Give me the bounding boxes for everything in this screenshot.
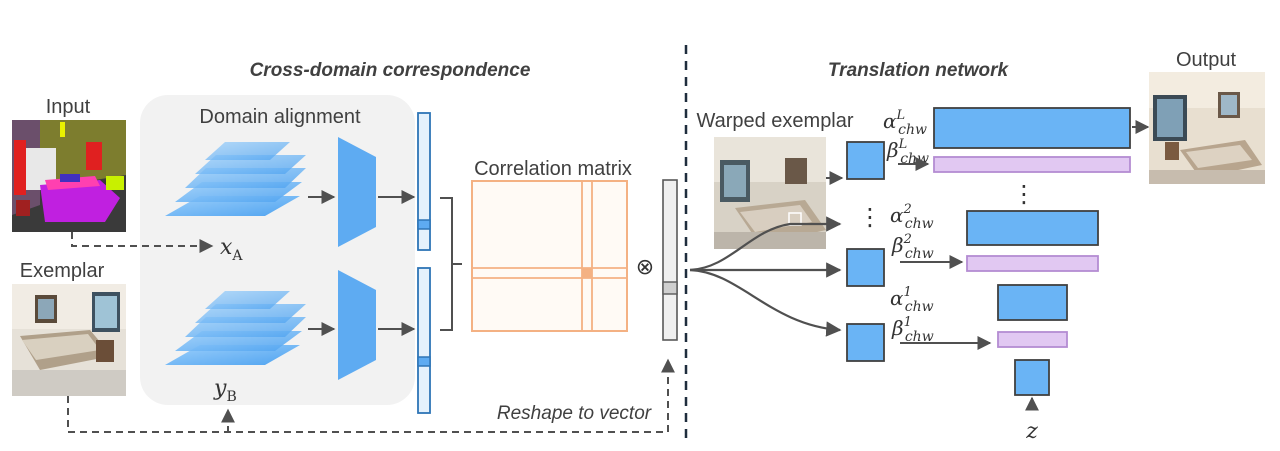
norm-bar-L [933,156,1131,173]
yB-label: yB [213,376,237,405]
norm-bar-2 [966,255,1099,272]
vertical-dots-right: ⋮ [1012,180,1036,208]
reshaped-vector [662,179,678,341]
branch-to-level-L [689,216,842,272]
otimes-symbol: ⊗ [636,255,654,280]
vertical-dots-left: ⋮ [858,203,882,231]
encoder-top [338,137,376,247]
output-label: Output [1176,49,1236,71]
reshape-label: Reshape to vector [497,403,652,424]
xA-label: xA [220,235,243,264]
generator-block-2 [966,210,1099,246]
heading-translation: Translation network [828,60,1010,81]
warped-exemplar-photo [714,137,826,249]
spade-input-box-1 [846,323,885,362]
input-label: Input [46,96,91,118]
generator-block-1 [997,284,1068,321]
norm-bar-1 [997,331,1068,348]
z-label: z [1025,419,1038,444]
encoder-bottom [338,270,376,380]
reshape-dashed-path [67,358,675,433]
vector-bracket [440,197,462,331]
spade-input-box-L [846,141,885,180]
exemplar-photo [12,284,126,396]
branch-to-level-1 [689,268,842,337]
feature-vector-top [417,112,431,251]
heading-cross-domain: Cross-domain correspondence [250,60,531,81]
correlation-matrix [471,180,628,332]
feature-vector-bottom [417,267,431,414]
input-segmentation-image [12,120,126,232]
input-to-xA-arrow [71,232,214,253]
exemplar-label: Exemplar [20,260,105,282]
correlation-matrix-label: Correlation matrix [474,158,632,180]
noise-block [1014,359,1050,396]
warped-exemplar-label: Warped exemplar [696,110,853,132]
domain-alignment-label: Domain alignment [199,106,361,128]
exemplar-feature-layers [165,291,306,365]
spade-input-box-2 [846,248,885,287]
generator-block-L [933,107,1131,149]
input-feature-layers [165,142,306,216]
output-photo [1149,72,1265,184]
